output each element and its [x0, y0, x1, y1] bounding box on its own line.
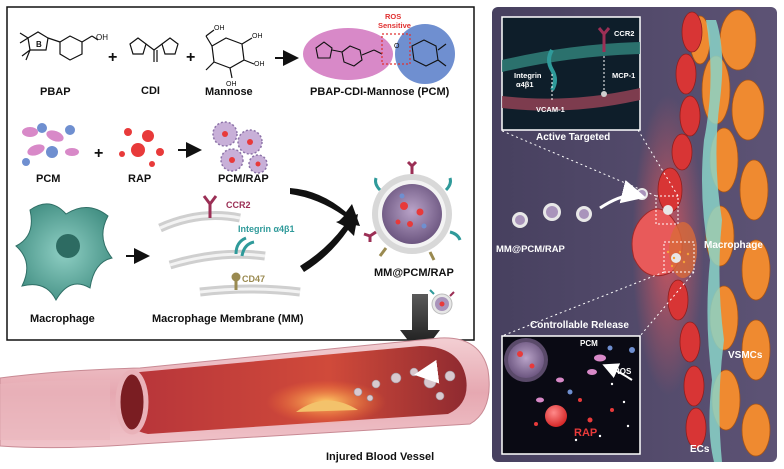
- mm-pcm-rap-label: MM@PCM/RAP: [374, 267, 454, 279]
- fusion-arrow: [290, 188, 360, 226]
- ccr2-receptor: [202, 195, 218, 218]
- ros-inset-label: ROS: [614, 367, 632, 376]
- np-label-right: MM@PCM/RAP: [496, 244, 566, 255]
- ros-sensitive-label: Sensitive: [378, 21, 411, 30]
- integrin-inset-label-1: Integrin: [514, 71, 542, 80]
- rap-particles: [119, 128, 164, 167]
- mannose-blob: [395, 24, 455, 84]
- pcm-structure-lines: [315, 39, 447, 67]
- ros-label: ROS: [385, 12, 401, 21]
- controllable-release-title: Controllable Release: [530, 320, 629, 331]
- mannose-oh-3: OH: [254, 61, 265, 68]
- cd47-label: CD47: [242, 274, 265, 284]
- pcm-particles: [22, 123, 79, 166]
- pcm-rap-label: PCM/RAP: [218, 173, 269, 185]
- integrin-label: Integrin α4β1: [238, 224, 295, 234]
- active-targeted-inset: [501, 16, 641, 131]
- small-nanoparticle: [429, 289, 455, 315]
- mm-pcm-rap-nanoparticle: [363, 160, 462, 261]
- plus-sign-3: +: [94, 145, 103, 162]
- ccr2-label: CCR2: [226, 200, 251, 210]
- integrin-inset-label-2: α4β1: [516, 80, 534, 89]
- controllable-release-inset: [501, 335, 641, 455]
- ros-sensitive-box: [381, 33, 411, 65]
- rap-inset-label: RAP: [574, 427, 597, 439]
- membrane-label: Macrophage Membrane (MM): [152, 313, 304, 325]
- macrophage-label-right: Macrophage: [704, 240, 763, 251]
- pcm-full-label: PBAP-CDI-Mannose (PCM): [310, 86, 450, 98]
- mannose-oh-2: OH: [252, 33, 263, 40]
- macrophage-nucleus: [56, 234, 80, 258]
- boron-atom: B: [36, 40, 42, 49]
- pbap-structure: [19, 31, 99, 61]
- pbap-oh: OH: [96, 33, 108, 42]
- vsmcs-label: VSMCs: [728, 350, 763, 361]
- membrane-fragments: [158, 211, 301, 297]
- pcm-rap-nanoparticles: [212, 121, 268, 174]
- ecs-label: ECs: [690, 444, 710, 455]
- integrin-receptor: [234, 236, 255, 257]
- fusion-arrow-lower: [300, 214, 358, 272]
- mcp1-label: MCP-1: [612, 71, 635, 80]
- cd47-receptor: [231, 272, 241, 290]
- mannose-oh-4: OH: [226, 81, 237, 88]
- mannose-oh-1: OH: [214, 25, 225, 32]
- boronate-blob: [303, 28, 393, 80]
- vcam1-label: VCAM-1: [536, 105, 565, 114]
- ester-o: O: [394, 43, 400, 50]
- cdi-structure: [129, 37, 179, 62]
- vessel-label: Injured Blood Vessel: [326, 451, 434, 463]
- mannose-label: Mannose: [205, 86, 253, 98]
- rap-label: RAP: [128, 173, 151, 185]
- pcm-label: PCM: [36, 173, 60, 185]
- plus-sign-1: +: [108, 49, 117, 66]
- blood-vessel: [0, 337, 490, 449]
- pcm-inset-label: PCM: [580, 339, 598, 348]
- plus-sign-2: +: [186, 49, 195, 66]
- pbap-label: PBAP: [40, 86, 71, 98]
- macrophage-label: Macrophage: [30, 313, 95, 325]
- cdi-label: CDI: [141, 85, 160, 97]
- active-targeted-title: Active Targeted: [536, 132, 610, 143]
- ccr2-inset-label: CCR2: [614, 29, 634, 38]
- mannose-structure: [205, 29, 255, 79]
